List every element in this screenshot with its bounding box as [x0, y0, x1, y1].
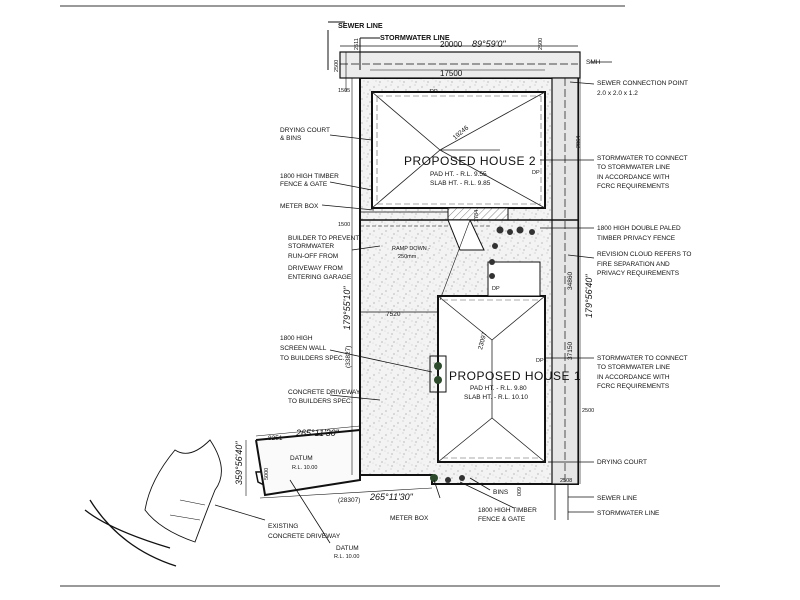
- datum-bottom-2: R.L. 10.00: [334, 554, 359, 560]
- dim-1500: 1500: [338, 222, 350, 228]
- dp-marker: DP: [532, 170, 540, 176]
- house-1-pad: PAD HT. - R.L. 9.80: [470, 385, 527, 392]
- revision-cloud-1: REVISION CLOUD REFERS TO: [597, 251, 691, 258]
- dim-600: 600: [515, 487, 521, 496]
- house-1-title: PROPOSED HOUSE 1: [449, 369, 581, 383]
- datum-bottom-1: DATUM: [336, 545, 359, 552]
- bearing-8251: 265°11'30": [295, 428, 340, 438]
- house-2-title: PROPOSED HOUSE 2: [404, 154, 536, 168]
- house-2-slab: SLAB HT. - R.L. 9.85: [430, 180, 491, 187]
- left-bearing-small: 359°56'40": [234, 441, 244, 485]
- stormwater-connect-2-c: IN ACCORDANCE WITH: [597, 374, 670, 381]
- dim-2864: 2864: [576, 136, 582, 148]
- ramp-label-2: 250mm: [398, 254, 417, 260]
- dim-2500-top: 2500: [538, 38, 544, 50]
- builder-prevent-3: RUN-OFF FROM: [288, 253, 338, 260]
- dim-33827: (33827): [345, 346, 352, 368]
- dp-marker: DP: [536, 358, 544, 364]
- double-paled-2: TIMBER PRIVACY FENCE: [597, 235, 676, 242]
- dim-2511: 2511: [354, 38, 360, 50]
- screen-wall-1: 1800 HIGH: [280, 335, 313, 342]
- stormwater-connect-2-b: TO STORMWATER LINE: [597, 364, 671, 371]
- meter-box-left: METER BOX: [280, 203, 319, 210]
- dim-28307: (28307): [338, 497, 360, 504]
- garden-bed-shrubs: [430, 226, 535, 483]
- builder-prevent-2: STORMWATER: [288, 243, 334, 250]
- fence-gate-bottom-2: FENCE & GATE: [478, 516, 526, 523]
- datum-left-2: R.L. 10.00: [292, 465, 317, 471]
- left-bearing: 179°55'10": [342, 286, 352, 330]
- smh-label: SMH: [586, 59, 601, 66]
- dp-marker: DP: [430, 89, 438, 95]
- builder-prevent-5: ENTERING GARAGE: [288, 274, 352, 281]
- bearing-28307: 265°11'30": [369, 492, 414, 502]
- dim-2500-right: 2500: [582, 408, 594, 414]
- ramp: [447, 219, 485, 251]
- sewer-line-label-top: SEWER LINE: [338, 21, 383, 30]
- sewer-line-label-bottom: SEWER LINE: [597, 495, 638, 502]
- stormwater-connect-1-d: FCRC REQUIREMENTS: [597, 183, 670, 190]
- fence-gate-top-2: FENCE & GATE: [280, 181, 328, 188]
- dim-2508: 2508: [560, 478, 572, 484]
- existing-driveway-2: CONCRETE DRIVEWAY: [268, 533, 341, 540]
- screen-wall-3: TO BUILDERS SPEC.: [280, 355, 345, 362]
- fence-gate-bottom-1: 1800 HIGH TIMBER: [478, 507, 537, 514]
- top-easement: [339, 51, 581, 79]
- dim-8251: 8251: [268, 435, 283, 442]
- drying-court-bins-1: DRYING COURT: [280, 127, 330, 134]
- dim-top-bearing: 89°59'0": [472, 39, 506, 49]
- dim-2500-left: 2500: [334, 60, 340, 72]
- stormwater-connect-1-b: TO STORMWATER LINE: [597, 164, 671, 171]
- bins-label: BINS: [493, 489, 509, 496]
- stormwater-connect-2-d: FCRC REQUIREMENTS: [597, 383, 670, 390]
- datum-left-1: DATUM: [290, 455, 313, 462]
- screen-wall-2: SCREEN WALL: [280, 345, 327, 352]
- existing-concrete-driveway: [84, 439, 222, 567]
- fence-gate-top-1: 1800 HIGH TIMBER: [280, 173, 339, 180]
- house-1-slab: SLAB HT. - R.L. 10.10: [464, 394, 528, 401]
- right-bearing: 179°56'40": [584, 274, 594, 318]
- dim-23097: 23097: [477, 331, 489, 351]
- drying-court-bins-2: & BINS: [280, 135, 302, 142]
- existing-driveway-1: EXISTING: [268, 523, 298, 530]
- concrete-driveway-1: CONCRETE DRIVEWAY: [288, 389, 361, 396]
- access-strip: [255, 428, 361, 497]
- dim-1505: 1505: [338, 88, 350, 94]
- revision-cloud-3: PRIVACY REQUIREMENTS: [597, 270, 680, 277]
- dim-7520: 7520: [386, 311, 401, 318]
- dim-top-length: 20000: [440, 40, 463, 49]
- revision-cloud-2: FIRE SEPARATION AND: [597, 261, 670, 268]
- ramp-label-1: RAMP DOWN -: [392, 246, 430, 252]
- dim-5000: 5000: [264, 468, 270, 480]
- stormwater-connect-1-c: IN ACCORDANCE WITH: [597, 174, 670, 181]
- double-paled-1: 1800 HIGH DOUBLE PALED: [597, 225, 681, 232]
- builder-prevent-4: DRIVEWAY FROM: [288, 265, 343, 272]
- dim-34860: 34860: [567, 272, 574, 290]
- access-handle: [255, 78, 361, 489]
- builder-prevent-1: BUILDER TO PREVENT: [288, 235, 359, 242]
- dim-1784: 1784: [474, 210, 480, 222]
- stormwater-connect-2-a: STORMWATER TO CONNECT: [597, 355, 688, 362]
- stormwater-connect-1-a: STORMWATER TO CONNECT: [597, 155, 688, 162]
- stormwater-line-label-bottom: STORMWATER LINE: [597, 510, 660, 517]
- stormwater-line-label-top: STORMWATER LINE: [380, 33, 450, 42]
- dim-17500: 17500: [440, 69, 463, 78]
- sewer-connection-1: SEWER CONNECTION POINT: [597, 80, 688, 87]
- sewer-connection-2: 2.0 x 2.0 x 1.2: [597, 90, 638, 97]
- dim-37150: 37150: [567, 342, 574, 360]
- meter-box-bottom: METER BOX: [390, 515, 429, 522]
- drying-court-label: DRYING COURT: [597, 459, 647, 466]
- concrete-driveway-2: TO BUILDERS SPEC.: [288, 398, 353, 405]
- house-2-pad: PAD HT. - R.L. 9.55: [430, 171, 487, 178]
- dp-marker: DP: [492, 286, 500, 292]
